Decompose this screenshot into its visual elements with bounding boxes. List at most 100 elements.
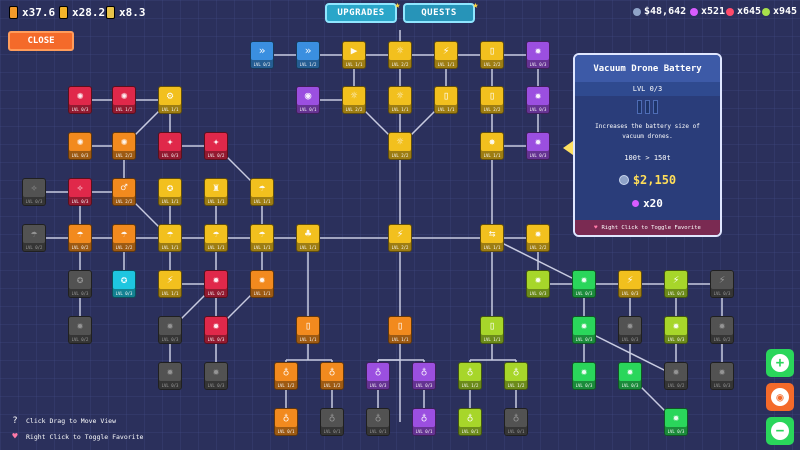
upgrade-node[interactable]: ✹LVL 0/3 xyxy=(526,132,550,160)
upgrade-node[interactable]: ♜LVL 1/1 xyxy=(204,178,228,206)
upgrade-node[interactable]: ▯LVL 1/1 xyxy=(296,316,320,344)
upgrade-node[interactable]: ♂LVL 2/2 xyxy=(112,178,136,206)
upgrade-node[interactable]: ✺LVL 0/3 xyxy=(68,86,92,114)
upgrade-node[interactable]: ☂LVL 1/1 xyxy=(204,224,228,252)
upgrade-icon: ▯ xyxy=(304,319,312,332)
upgrade-node[interactable]: ✪LVL 1/1 xyxy=(158,178,182,206)
upgrade-node[interactable]: ♁LVL 0/3 xyxy=(366,362,390,390)
upgrade-node[interactable]: ☂LVL 1/1 xyxy=(158,224,182,252)
upgrade-node[interactable]: ✹LVL 0/3 xyxy=(572,270,596,298)
upgrade-node[interactable]: »LVL 0/2 xyxy=(250,41,274,69)
upgrade-node[interactable]: ▯LVL 1/1 xyxy=(434,86,458,114)
upgrade-node[interactable]: ♁LVL 0/1 xyxy=(274,408,298,436)
zoom-in-button[interactable]: + xyxy=(766,349,794,377)
upgrade-node[interactable]: ✪LVL 0/3 xyxy=(112,270,136,298)
upgrade-node[interactable]: ✹LVL 0/3 xyxy=(710,362,734,390)
upgrade-node[interactable]: ✹LVL 0/2 xyxy=(664,362,688,390)
upgrade-node[interactable]: ✹LVL 0/2 xyxy=(710,316,734,344)
upgrade-node[interactable]: ♁LVL 0/1 xyxy=(504,408,528,436)
upgrade-node[interactable]: ▶LVL 1/1 xyxy=(342,41,366,69)
upgrade-node[interactable]: ▯LVL 1/1 xyxy=(388,316,412,344)
upgrade-node[interactable]: ⚡LVL 1/1 xyxy=(434,41,458,69)
upgrade-node[interactable]: ✦LVL 0/2 xyxy=(204,132,228,160)
upgrade-node[interactable]: ✹LVL 0/3 xyxy=(664,316,688,344)
upgrade-node[interactable]: ✹LVL 0/3 xyxy=(572,316,596,344)
upgrade-node[interactable]: ✹LVL 0/3 xyxy=(572,362,596,390)
upgrade-node[interactable]: ✹LVL 0/3 xyxy=(618,362,642,390)
upgrade-node[interactable]: ✸LVL 1/1 xyxy=(480,132,504,160)
upgrade-node[interactable]: ♣LVL 1/1 xyxy=(296,224,320,252)
upgrade-node[interactable]: ✹LVL 0/2 xyxy=(204,270,228,298)
upgrade-node[interactable]: ⚡LVL 2/2 xyxy=(388,224,412,252)
close-button[interactable]: CLOSE xyxy=(8,31,74,51)
upgrade-node[interactable]: ♁LVL 0/1 xyxy=(412,408,436,436)
upgrade-node[interactable]: ☂LVL 1/1 xyxy=(250,224,274,252)
upgrade-level: LVL 2/2 xyxy=(529,245,547,250)
upgrade-node[interactable]: ✹LVL 2/2 xyxy=(526,224,550,252)
upgrade-node[interactable]: ▯LVL 2/2 xyxy=(480,41,504,69)
upgrade-node[interactable]: ✹LVL 1/1 xyxy=(250,270,274,298)
upgrade-node[interactable]: ☂LVL 0/2 xyxy=(68,224,92,252)
upgrade-node[interactable]: ✹LVL 0/3 xyxy=(204,316,228,344)
tab-quests[interactable]: QUESTS ★ xyxy=(403,0,479,23)
upgrade-icon: » xyxy=(304,44,312,57)
upgrade-node[interactable]: ☼LVL 2/2 xyxy=(342,86,366,114)
upgrade-level: LVL 1/1 xyxy=(437,62,455,67)
upgrade-node[interactable]: ☂LVL 0/2 xyxy=(22,224,46,252)
upgrade-node[interactable]: ♁LVL 1/2 xyxy=(320,362,344,390)
level-pip xyxy=(637,100,642,114)
upgrade-node[interactable]: ▯LVL 2/2 xyxy=(480,86,504,114)
upgrade-node[interactable]: ⚡LVL 0/3 xyxy=(664,270,688,298)
upgrade-node[interactable]: ☼LVL 2/2 xyxy=(388,41,412,69)
upgrade-node[interactable]: ♁LVL 1/2 xyxy=(504,362,528,390)
upgrade-node[interactable]: ✹LVL 0/3 xyxy=(158,362,182,390)
upgrade-node[interactable]: ♁LVL 0/1 xyxy=(320,408,344,436)
upgrade-node[interactable]: ✺LVL 2/2 xyxy=(112,132,136,160)
upgrade-node[interactable]: ✪LVL 0/3 xyxy=(68,270,92,298)
upgrade-node[interactable]: ♁LVL 0/3 xyxy=(412,362,436,390)
upgrade-node[interactable]: ✹LVL 0/3 xyxy=(526,41,550,69)
upgrade-node[interactable]: ✦LVL 0/3 xyxy=(158,132,182,160)
upgrade-node[interactable]: »LVL 1/2 xyxy=(296,41,320,69)
upgrade-node[interactable]: ✹LVL 0/3 xyxy=(664,408,688,436)
upgrade-node[interactable]: ✺LVL 1/2 xyxy=(112,86,136,114)
upgrade-node[interactable]: ☂LVL 2/2 xyxy=(112,224,136,252)
upgrade-node[interactable]: ♁LVL 1/2 xyxy=(458,362,482,390)
upgrade-node[interactable]: ✹LVL 0/3 xyxy=(204,362,228,390)
tab-upgrades[interactable]: UPGRADES ★ xyxy=(325,0,401,23)
hint-drag: ? Click Drag to Move View xyxy=(10,416,116,426)
upgrade-node[interactable]: ♁LVL 0/1 xyxy=(366,408,390,436)
upgrade-node[interactable]: ✹LVL 0/3 xyxy=(526,270,550,298)
upgrade-node[interactable]: ◉LVL 0/1 xyxy=(296,86,320,114)
upgrade-node[interactable]: ✹LVL 0/3 xyxy=(618,316,642,344)
upgrade-node[interactable]: ☼LVL 2/2 xyxy=(388,132,412,160)
upgrade-node[interactable]: ☼LVL 1/1 xyxy=(388,86,412,114)
zoom-out-button[interactable]: − xyxy=(766,417,794,445)
resource-value: $48,642 xyxy=(644,6,687,17)
upgrade-icon: ✹ xyxy=(534,89,542,102)
upgrade-node[interactable]: ⚡LVL 0/3 xyxy=(618,270,642,298)
star-icon: ★ xyxy=(394,0,401,11)
upgrade-icon: ✧ xyxy=(76,181,84,194)
upgrade-node[interactable]: ⚡LVL 0/3 xyxy=(710,270,734,298)
upgrade-node[interactable]: ⚡LVL 1/1 xyxy=(158,270,182,298)
upgrade-node[interactable]: ✧LVL 0/3 xyxy=(22,178,46,206)
upgrade-node[interactable]: ✹LVL 0/3 xyxy=(526,86,550,114)
upgrade-icon: ▯ xyxy=(396,319,404,332)
upgrade-node[interactable]: ✺LVL 0/3 xyxy=(68,132,92,160)
upgrade-level: LVL 1/1 xyxy=(391,107,409,112)
upgrade-icon: ✹ xyxy=(534,135,542,148)
upgrade-node[interactable]: ⇆LVL 1/1 xyxy=(480,224,504,252)
upgrade-node[interactable]: ⚙LVL 1/1 xyxy=(158,86,182,114)
upgrade-node[interactable]: ✹LVL 0/2 xyxy=(68,316,92,344)
recenter-button[interactable]: ◉ xyxy=(766,383,794,411)
upgrade-level: LVL 0/3 xyxy=(667,429,685,434)
upgrade-node[interactable]: ♁LVL 1/2 xyxy=(274,362,298,390)
hint-text: Click Drag to Move View xyxy=(26,417,117,425)
upgrade-node[interactable]: ▯LVL 1/1 xyxy=(480,316,504,344)
upgrade-icon: ♜ xyxy=(212,181,220,194)
upgrade-node[interactable]: ✹LVL 0/3 xyxy=(158,316,182,344)
upgrade-node[interactable]: ♁LVL 0/1 xyxy=(458,408,482,436)
upgrade-node[interactable]: ✧LVL 0/3 xyxy=(68,178,92,206)
upgrade-node[interactable]: ☂LVL 1/1 xyxy=(250,178,274,206)
